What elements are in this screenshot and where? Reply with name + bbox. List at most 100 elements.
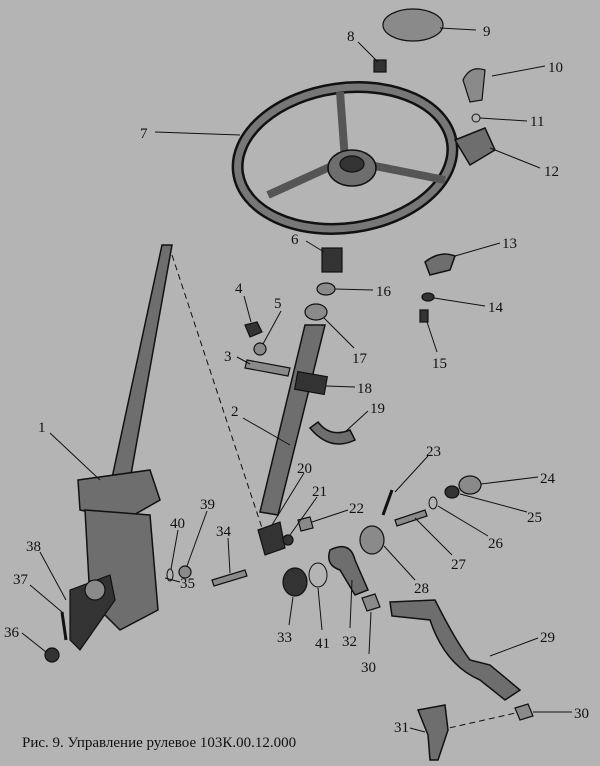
leader-line-35 — [164, 577, 181, 583]
nut-part-8 — [373, 59, 387, 73]
steering-gear-part-1 — [69, 244, 173, 651]
leader-line-31 — [409, 727, 426, 733]
leader-line-11 — [479, 117, 528, 122]
nut-part-22 — [297, 516, 314, 532]
nut-part-4 — [244, 321, 263, 338]
ring-part-11 — [471, 113, 481, 123]
callout-36: 36 — [4, 625, 20, 641]
leader-lines — [21, 27, 572, 733]
leader-line-9 — [439, 27, 477, 31]
leader-line-7 — [154, 131, 241, 136]
nut-part-39 — [178, 565, 192, 579]
callout-2: 2 — [231, 404, 239, 420]
callout-19: 19 — [370, 401, 385, 417]
boot-part-33 — [282, 567, 308, 597]
ring-part-41 — [308, 562, 328, 588]
callout-6: 6 — [291, 232, 299, 248]
callout-32: 32 — [342, 634, 357, 650]
callout-23: 23 — [426, 444, 441, 460]
callout-5: 5 — [274, 296, 282, 312]
leader-line-40 — [170, 529, 179, 570]
figure-caption: Рис. 9. Управление рулевое 103К.00.12.00… — [22, 735, 297, 751]
callout-24: 24 — [540, 471, 556, 487]
callout-38: 38 — [26, 539, 41, 555]
leader-line-28 — [383, 545, 416, 581]
leader-line-20 — [271, 472, 305, 526]
fork-part-20 — [257, 521, 286, 556]
callout-13: 13 — [502, 236, 517, 252]
ring-part-18 — [293, 370, 329, 396]
ball-joint-part-32 — [328, 545, 369, 596]
plug-part-25 — [444, 485, 460, 499]
leader-line-13 — [454, 242, 501, 257]
callout-7: 7 — [140, 126, 148, 142]
leader-line-21 — [289, 496, 318, 536]
callout-3: 3 — [224, 349, 232, 365]
leader-line-14 — [433, 297, 486, 307]
cap-part-24 — [458, 475, 482, 495]
callout-40: 40 — [170, 516, 185, 532]
leader-line-26 — [437, 505, 489, 537]
callout-10: 10 — [548, 60, 563, 76]
cap-part-9 — [382, 8, 444, 42]
bolt-part-34 — [211, 569, 248, 587]
callout-29: 29 — [540, 630, 555, 646]
leader-line-41 — [317, 587, 323, 631]
callout-27: 27 — [451, 557, 467, 573]
leader-line-10 — [491, 65, 546, 77]
callout-30-b: 30 — [574, 706, 589, 722]
washer-part-5 — [253, 342, 267, 356]
callout-1: 1 — [38, 420, 46, 436]
callout-18: 18 — [357, 381, 372, 397]
leader-line-24 — [480, 476, 539, 485]
leader-line-34 — [227, 537, 231, 574]
tie-rod-part-29 — [389, 599, 522, 701]
dashed-axis-lines — [171, 254, 521, 731]
leader-line-32 — [349, 579, 353, 629]
callout-20: 20 — [297, 461, 312, 477]
leader-line-3 — [236, 356, 251, 365]
callout-21: 21 — [312, 484, 327, 500]
steering-wheel — [231, 81, 459, 235]
callout-17: 17 — [352, 351, 368, 367]
callout-8: 8 — [347, 29, 355, 45]
callout-35: 35 — [180, 576, 195, 592]
leader-line-6 — [305, 240, 325, 253]
leader-line-16 — [334, 288, 374, 291]
sleeve-part-28 — [359, 525, 385, 555]
clamp-part-19 — [308, 420, 357, 445]
callout-41: 41 — [315, 636, 330, 652]
leader-line-1 — [49, 432, 101, 481]
leader-line-27 — [414, 517, 453, 556]
pin-part-37 — [60, 611, 68, 641]
washer-part-14 — [421, 292, 435, 302]
ball-joint-part-31 — [416, 704, 449, 761]
leader-line-33 — [288, 596, 294, 626]
leader-line-29 — [489, 637, 539, 657]
leader-line-37 — [29, 584, 63, 613]
leader-line-38 — [39, 551, 67, 601]
leader-line-23 — [394, 455, 429, 493]
bolt-part-27 — [394, 509, 428, 527]
leader-line-25 — [459, 493, 528, 513]
leader-line-15 — [426, 321, 438, 353]
spring-part-6 — [321, 247, 343, 273]
nut-part-30 — [361, 593, 381, 612]
knob-part-10 — [462, 68, 486, 103]
callout-16: 16 — [376, 284, 392, 300]
leader-line-4 — [243, 295, 252, 323]
bracket-part-12 — [453, 127, 496, 167]
washer-part-40 — [166, 568, 174, 582]
leader-line-18 — [325, 385, 356, 388]
leader-line-12 — [489, 147, 541, 169]
leader-line-5 — [262, 310, 282, 345]
callout-28: 28 — [414, 581, 429, 597]
leader-line-2 — [242, 417, 291, 446]
leader-line-22 — [311, 509, 349, 523]
callout-25: 25 — [527, 510, 542, 526]
washer-part-26 — [428, 496, 438, 510]
pin-part-23 — [381, 489, 394, 516]
nut-part-30-b — [514, 703, 534, 721]
leader-line-36 — [21, 632, 47, 653]
